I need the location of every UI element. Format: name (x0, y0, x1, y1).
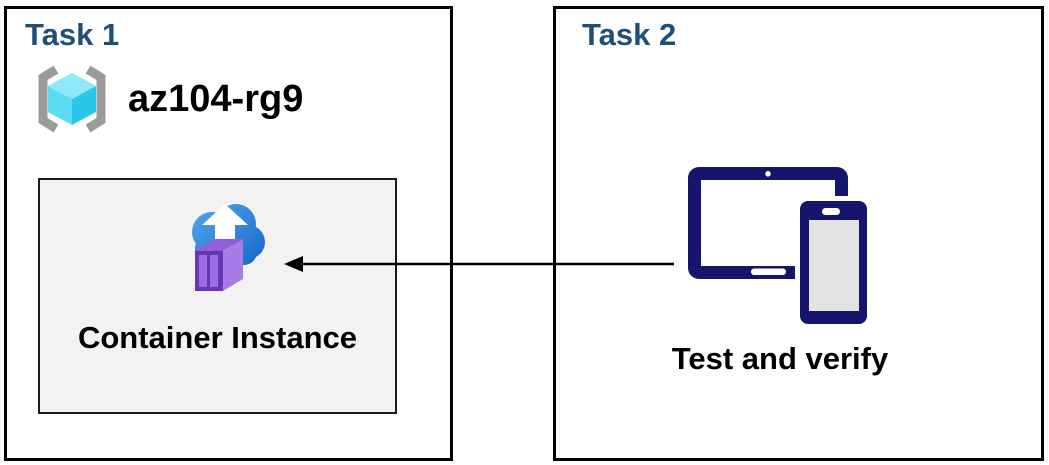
flow-arrow (284, 256, 674, 272)
devices-group: Test and verify (668, 167, 892, 377)
container-door-panel (210, 255, 218, 287)
task2-box: Task 2 Test and verify (553, 6, 1044, 461)
container-instance-label: Container Instance (77, 320, 358, 355)
tablet-camera-dot (765, 171, 771, 177)
resource-group-row: az104-rg9 (35, 63, 303, 135)
bracket-left (38, 65, 59, 133)
cube-left-face (48, 86, 72, 125)
arrowhead-left-icon (284, 256, 303, 272)
phone-screen (809, 220, 859, 311)
container-instance-icon (192, 204, 265, 291)
task1-box: Task 1 az104-rg9 (4, 6, 453, 461)
upload-arrow-icon (202, 204, 248, 255)
tablet-home-button (751, 268, 786, 275)
devices-label: Test and verify (671, 341, 889, 376)
cube-right-face (72, 86, 96, 125)
container-top-face (195, 239, 243, 251)
container-door-panel (199, 255, 207, 287)
tablet-phone-icon (688, 167, 872, 329)
bracket-right (85, 65, 106, 133)
container-side-face (223, 239, 243, 291)
task2-title: Task 2 (582, 17, 677, 52)
task1-title: Task 1 (25, 17, 120, 52)
phone-speaker (822, 208, 840, 215)
resource-group-icon (38, 65, 106, 133)
resource-group-name: az104-rg9 (128, 77, 304, 120)
container-instance-box: Container Instance (38, 178, 397, 414)
